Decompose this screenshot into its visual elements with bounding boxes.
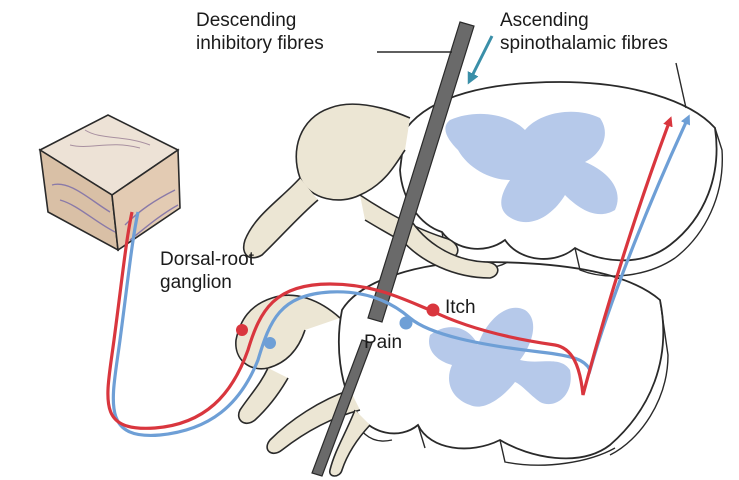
itch-ganglion-dot	[236, 324, 248, 336]
ascending-indicator-arrow	[470, 36, 492, 80]
skin-block	[40, 115, 180, 250]
dorsal-root-label-line-2: ganglion	[160, 271, 254, 294]
descending-fibres-label: Descending inhibitory fibres	[196, 9, 324, 55]
dorsal-root-label-line-1: Dorsal-root	[160, 248, 254, 271]
itch-label: Itch	[445, 296, 476, 319]
ascending-label-line-2: spinothalamic fibres	[500, 32, 668, 55]
ascending-fibres-label: Ascending spinothalamic fibres	[500, 9, 668, 55]
pain-label: Pain	[364, 331, 402, 354]
itch-synapse-dot	[427, 304, 440, 317]
pain-synapse-dot	[400, 317, 413, 330]
pain-ganglion-dot	[264, 337, 276, 349]
dorsal-root-ganglion-label: Dorsal-root ganglion	[160, 248, 254, 294]
ascending-leader-line	[676, 63, 686, 108]
ascending-label-line-1: Ascending	[500, 9, 668, 32]
descending-label-line-1: Descending	[196, 9, 324, 32]
descending-label-line-2: inhibitory fibres	[196, 32, 324, 55]
